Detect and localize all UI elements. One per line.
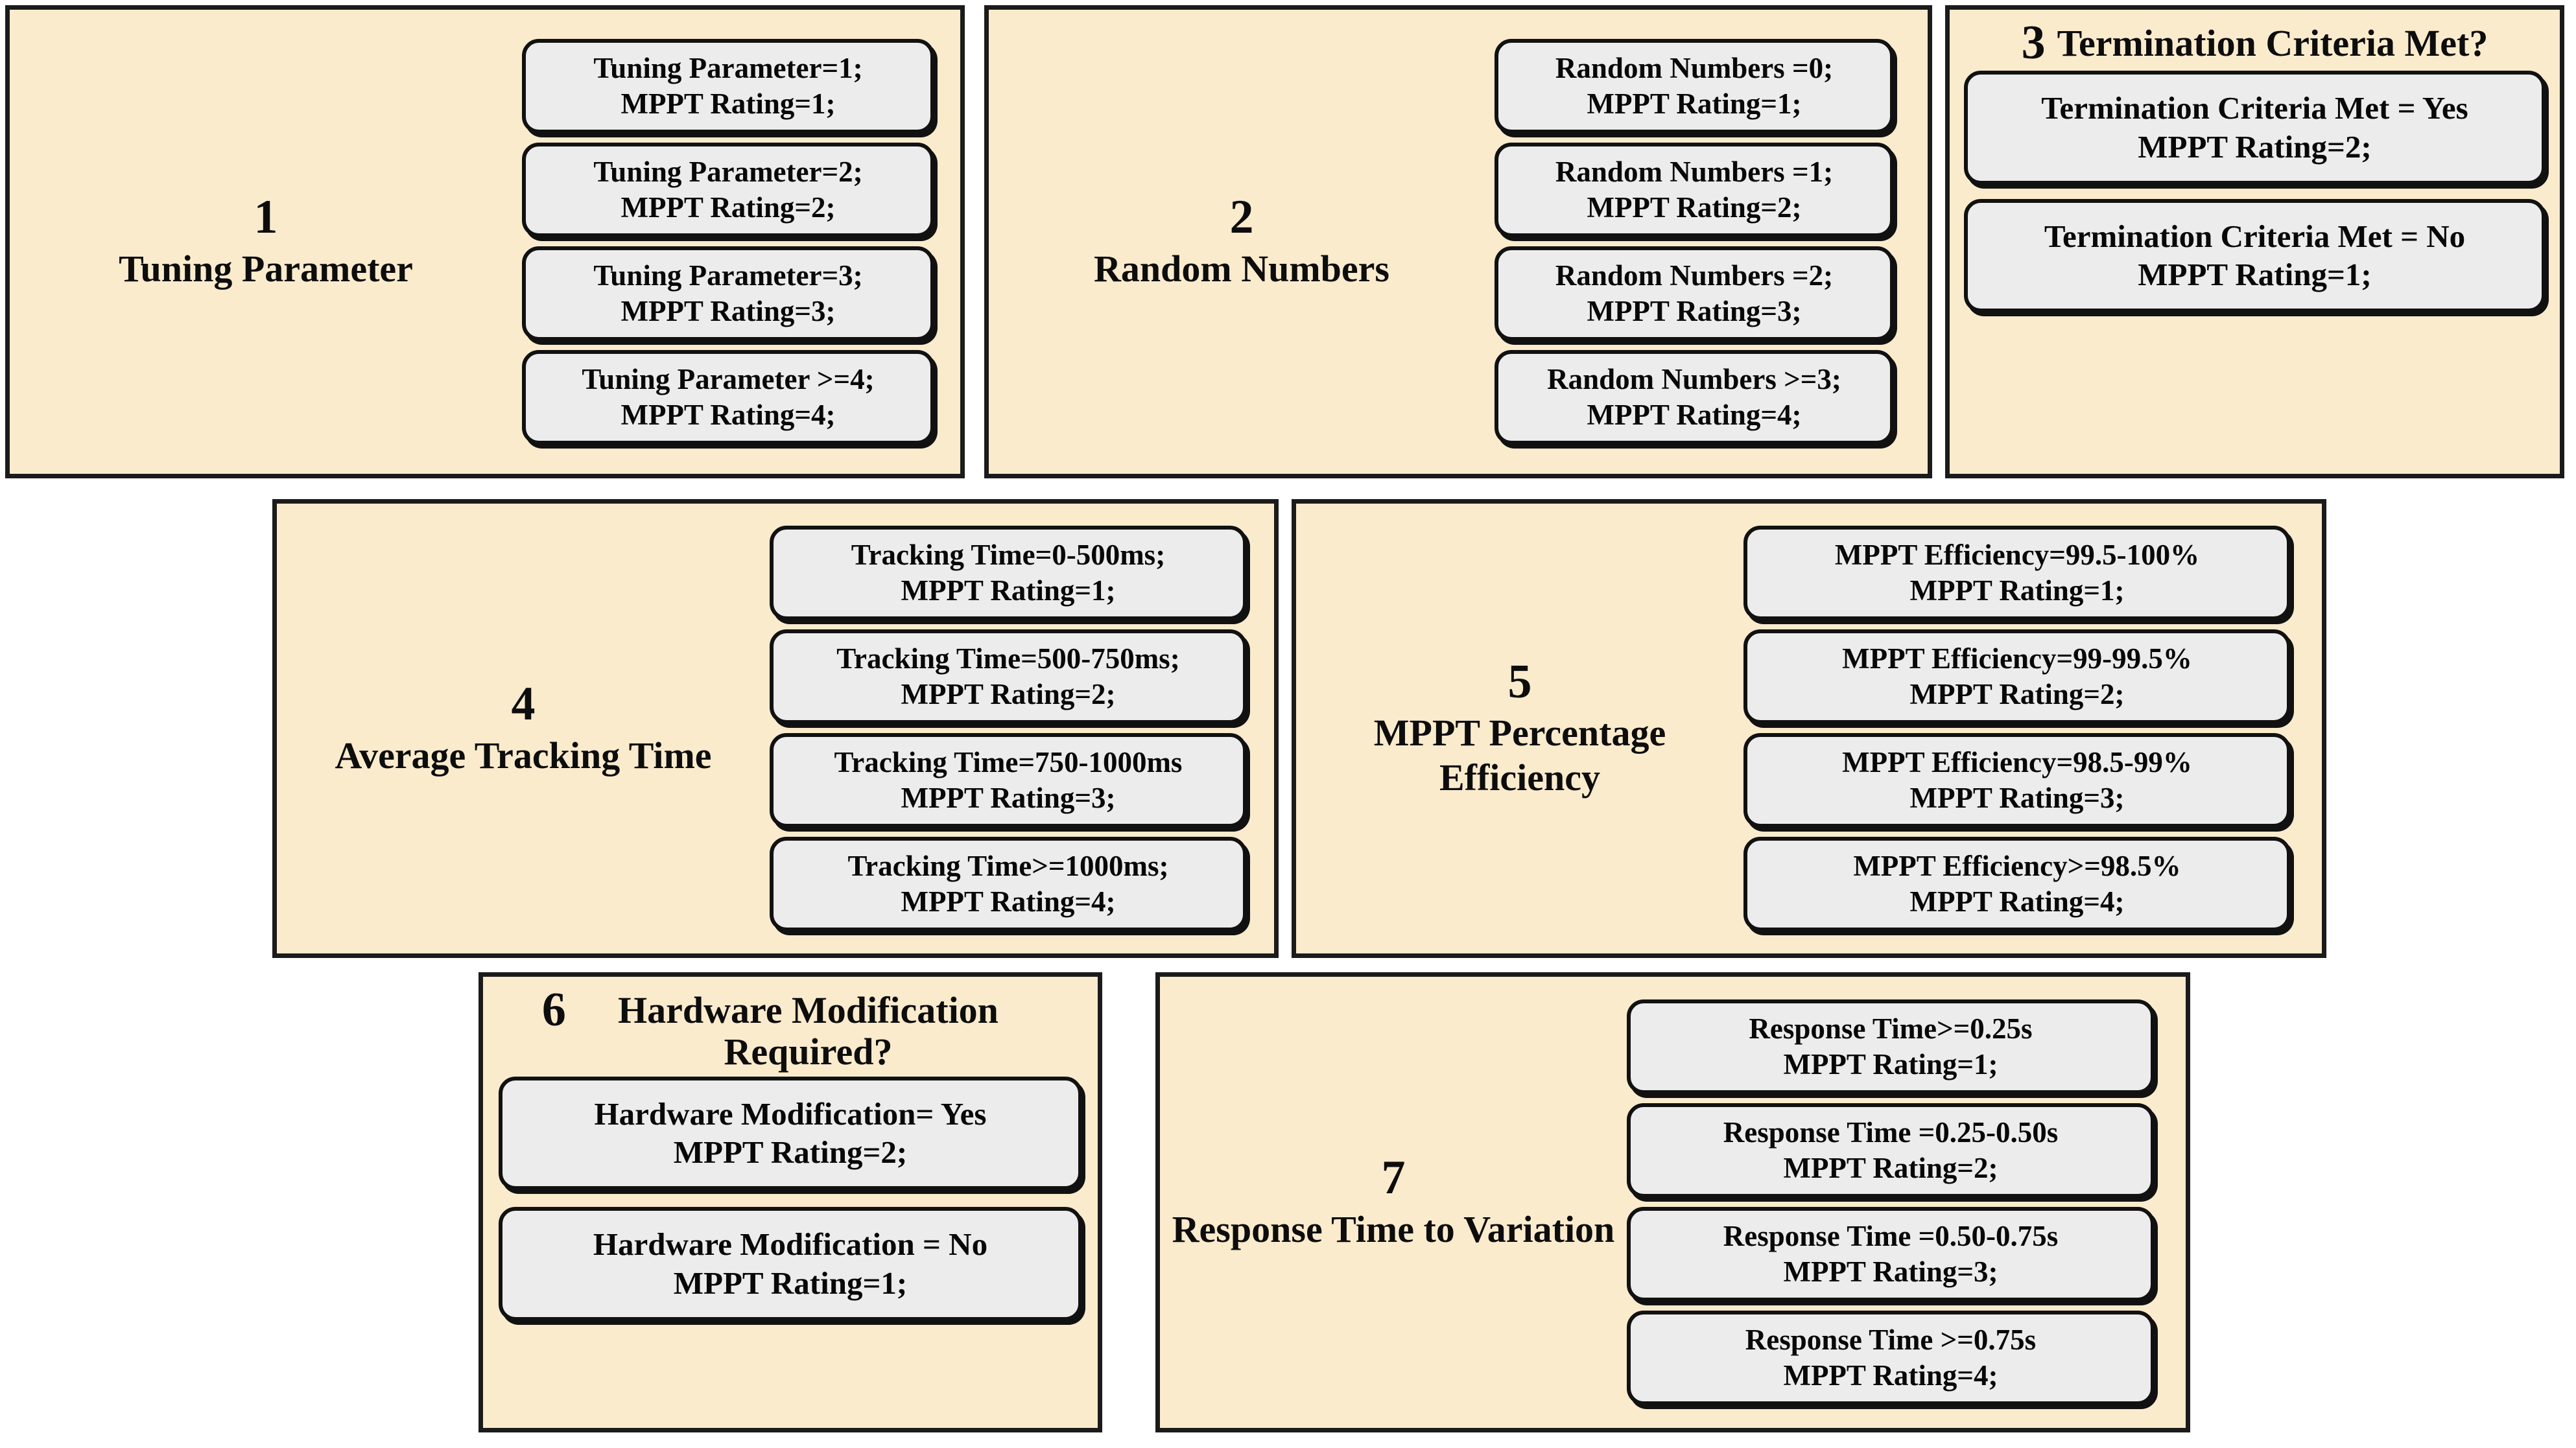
panel-title-block: 1 Tuning Parameter xyxy=(10,190,522,291)
panel-title-block: 7 Response Time to Variation xyxy=(1160,1150,1627,1252)
rule-item: MPPT Efficiency=99-99.5% MPPT Rating=2; xyxy=(1743,629,2291,724)
criteria-panel-tuning-parameter: 1 Tuning Parameter Tuning Parameter=1; M… xyxy=(5,5,965,478)
rule-item: Response Time =0.25-0.50s MPPT Rating=2; xyxy=(1627,1103,2155,1198)
panel-title-block: 3 Termination Criteria Met? xyxy=(1950,10,2560,71)
rule-item: Response Time =0.50-0.75s MPPT Rating=3; xyxy=(1627,1207,2155,1302)
rule-item: MPPT Efficiency=99.5-100% MPPT Rating=1; xyxy=(1743,526,2291,621)
rule-item: Tracking Time>=1000ms; MPPT Rating=4; xyxy=(770,836,1247,931)
criteria-panel-mppt-percentage-efficiency: 5 MPPT Percentage Efficiency MPPT Effici… xyxy=(1292,499,2326,958)
rule-item: MPPT Efficiency=98.5-99% MPPT Rating=3; xyxy=(1743,733,2291,828)
rule-item: Tuning Parameter=1; MPPT Rating=1; xyxy=(522,39,934,134)
rule-item: Termination Criteria Met = No MPPT Ratin… xyxy=(1964,198,2546,313)
rule-list: Termination Criteria Met = Yes MPPT Rati… xyxy=(1950,71,2560,325)
panel-label: Tuning Parameter xyxy=(119,247,413,290)
rule-item: Termination Criteria Met = Yes MPPT Rati… xyxy=(1964,71,2546,185)
rule-item: Tracking Time=500-750ms; MPPT Rating=2; xyxy=(770,629,1247,724)
rule-list: Random Numbers =0; MPPT Rating=1; Random… xyxy=(1495,39,1909,445)
panel-number: 7 xyxy=(1381,1150,1406,1204)
rule-item: Tuning Parameter >=4; MPPT Rating=4; xyxy=(522,349,934,445)
rule-list: Response Time>=0.25s MPPT Rating=1; Resp… xyxy=(1627,999,2171,1405)
rule-item: Response Time >=0.75s MPPT Rating=4; xyxy=(1627,1310,2155,1405)
panel-title-block: 5 MPPT Percentage Efficiency xyxy=(1296,657,1743,800)
panel-label: Random Numbers xyxy=(1094,247,1389,290)
rule-list: Tuning Parameter=1; MPPT Rating=1; Tunin… xyxy=(522,39,950,445)
criteria-panel-average-tracking-time: 4 Average Tracking Time Tracking Time=0-… xyxy=(272,499,1279,958)
panel-label: Termination Criteria Met? xyxy=(2057,22,2488,64)
criteria-panel-response-time-to-variation: 7 Response Time to Variation Response Ti… xyxy=(1155,972,2190,1432)
panel-title-block: 6 Hardware Modification Required? xyxy=(483,977,1098,1077)
panel-number: 1 xyxy=(254,190,278,244)
rule-item: Random Numbers =1; MPPT Rating=2; xyxy=(1495,143,1894,237)
rule-item: Tracking Time=0-500ms; MPPT Rating=1; xyxy=(770,526,1247,621)
rule-item: Tuning Parameter=2; MPPT Rating=2; xyxy=(522,143,934,237)
rule-item: Tuning Parameter=3; MPPT Rating=3; xyxy=(522,246,934,341)
panel-number: 4 xyxy=(511,677,536,730)
criteria-panel-hardware-modification: 6 Hardware Modification Required? Hardwa… xyxy=(479,972,1102,1432)
rule-item: Hardware Modification= Yes MPPT Rating=2… xyxy=(499,1076,1082,1191)
panel-title-block: 2 Random Numbers xyxy=(989,190,1495,291)
panel-label: Hardware Modification Required? xyxy=(618,989,998,1073)
panel-number: 3 xyxy=(2021,16,2046,69)
panel-label: Average Tracking Time xyxy=(335,734,712,777)
rule-item: Hardware Modification = No MPPT Rating=1… xyxy=(499,1207,1082,1321)
rule-list: Tracking Time=0-500ms; MPPT Rating=1; Tr… xyxy=(770,526,1262,931)
rule-item: Random Numbers >=3; MPPT Rating=4; xyxy=(1495,349,1894,445)
rule-list: Hardware Modification= Yes MPPT Rating=2… xyxy=(483,1076,1098,1335)
panel-label: Response Time to Variation xyxy=(1172,1208,1615,1250)
rule-item: Random Numbers =2; MPPT Rating=3; xyxy=(1495,246,1894,341)
criteria-panel-random-numbers: 2 Random Numbers Random Numbers =0; MPPT… xyxy=(984,5,1932,478)
rule-list: MPPT Efficiency=99.5-100% MPPT Rating=1;… xyxy=(1743,526,2308,931)
criteria-panel-termination-criteria: 3 Termination Criteria Met? Termination … xyxy=(1945,5,2564,478)
rule-item: Tracking Time=750-1000ms MPPT Rating=3; xyxy=(770,733,1247,828)
rule-item: MPPT Efficiency>=98.5% MPPT Rating=4; xyxy=(1743,836,2291,931)
panel-label: MPPT Percentage Efficiency xyxy=(1373,712,1666,799)
panel-number: 5 xyxy=(1507,655,1532,708)
panel-number: 6 xyxy=(541,983,566,1036)
panel-number: 2 xyxy=(1229,190,1254,244)
panel-title-block: 4 Average Tracking Time xyxy=(277,679,770,778)
rule-item: Random Numbers =0; MPPT Rating=1; xyxy=(1495,39,1894,134)
rule-item: Response Time>=0.25s MPPT Rating=1; xyxy=(1627,999,2155,1095)
